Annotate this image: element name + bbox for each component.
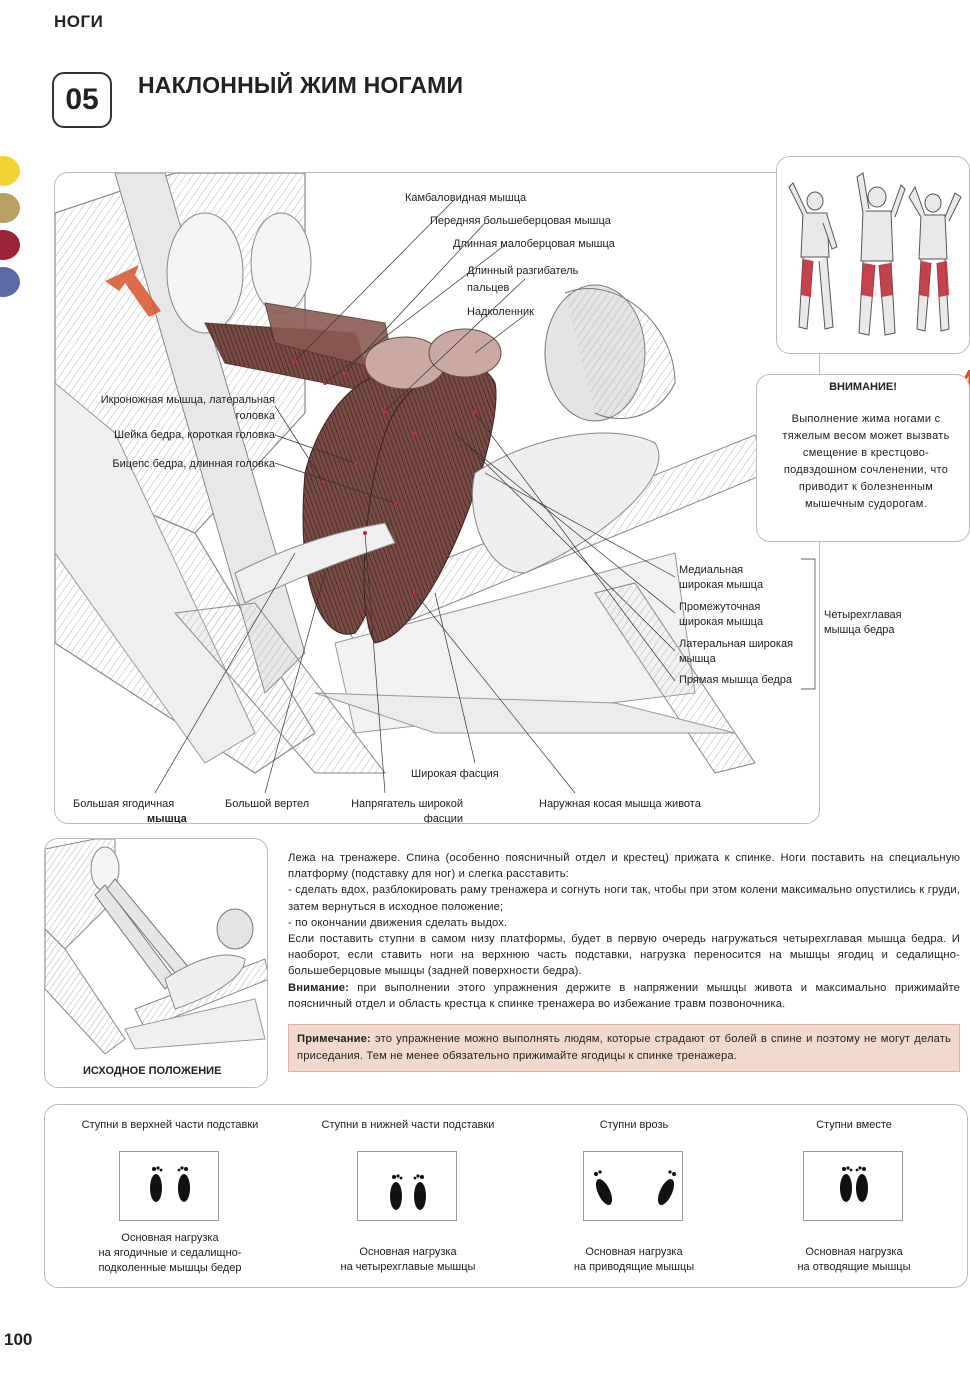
attention-text: при выполнении этого упражнения держите … [288, 981, 960, 1010]
foot-option-lower: Ступни в нижней части подставки Основная… [293, 1105, 523, 1289]
label-fascia-lata: Широкая фасция [411, 768, 499, 780]
foot-option-line2: на четырехглавые мышцы [340, 1261, 476, 1273]
warning-text: Выполнение жима ногами с тяжелым весом м… [782, 413, 950, 510]
footprints-icon [150, 1166, 190, 1202]
page-number: 100 [4, 1330, 33, 1349]
label-quadriceps-2: мышца бедра [824, 624, 895, 636]
foot-option-line2: на приводящие мышцы [573, 1261, 695, 1273]
label-tfl-2: фасции [423, 813, 463, 824]
foot-option-wide: Ступни врозь Основная нагрузка на привод… [519, 1105, 749, 1289]
warning-panel: ВНИМАНИЕ! Выполнение жима ногами с тяжел… [756, 374, 970, 542]
note-box: Примечание: это упражнение можно выполня… [288, 1024, 960, 1072]
exercise-title: НАКЛОННЫЙ ЖИМ НОГАМИ [138, 72, 464, 98]
label-tibialis-anterior: Передняя большеберцовая мышца [430, 215, 611, 227]
muscle-figures-illustration [788, 172, 962, 336]
label-biceps-short: Шейка бедра, короткая головка [114, 429, 275, 441]
foot-diagram [583, 1151, 683, 1221]
foot-option-title: Ступни в нижней части подставки [321, 1119, 495, 1131]
label-vastus-intermedius-1: Промежуточная [679, 601, 761, 613]
label-greater-trochanter: Большой вертел [225, 798, 310, 810]
color-tab-blue[interactable] [0, 267, 20, 297]
label-gastrocnemius-1: Икроножная мышца, латеральная [100, 394, 275, 406]
label-vastus-intermedius-2: широкая мышца [679, 616, 764, 628]
label-external-oblique: Наружная косая мышца живота [539, 798, 701, 810]
foot-option-line1: Основная нагрузка [805, 1246, 903, 1258]
label-vastus-lateralis-1: Латеральная широкая [679, 638, 794, 650]
foot-option-upper: Ступни в верхней части подставки Основна… [55, 1105, 285, 1289]
color-tab-yellow[interactable] [0, 156, 20, 186]
label-ext-digitorum-1: Длинный разгибатель [467, 265, 579, 277]
start-position-illustration [45, 839, 267, 1055]
label-vastus-lateralis-2: мышца [679, 653, 716, 665]
start-position-panel: ИСХОДНОЕ ПОЛОЖЕНИЕ [44, 838, 268, 1088]
exercise-description: Лежа на тренажере. Спина (особенно поясн… [288, 850, 960, 1012]
label-glute-max-2: мышца [147, 813, 187, 824]
note-label: Примечание: [297, 1033, 371, 1045]
footprints-icon [840, 1166, 868, 1202]
foot-option-title: Ступни врозь [599, 1119, 669, 1131]
foot-option-line2: на отводящие мышцы [797, 1261, 911, 1273]
description-step-1: - сделать вдох, разблокировать раму трен… [288, 884, 960, 913]
muscle-thumbnail-panel [776, 156, 970, 354]
footprints-icon [594, 1170, 676, 1205]
feet-placement-panel: Ступни в верхней части подставки Основна… [44, 1104, 968, 1288]
label-soleus: Камбаловидная мышца [405, 192, 527, 204]
color-tab-tan[interactable] [0, 193, 20, 223]
label-biceps-long: Бицепс бедра, длинная головка [112, 458, 275, 470]
label-glute-max-1: Большая ягодичная [73, 798, 175, 810]
section-label: НОГИ [54, 12, 104, 31]
foot-option-line3: подколенные мышцы бедер [98, 1262, 242, 1274]
foot-diagram [119, 1151, 219, 1221]
description-paragraph-2: Если поставить ступни в самом низу платф… [288, 933, 960, 978]
note-text: это упражнение можно выполнять людям, ко… [297, 1033, 951, 1062]
label-peroneus-longus: Длинная малоберцовая мышца [453, 238, 615, 250]
foot-option-title: Ступни в верхней части подставки [81, 1119, 259, 1131]
foot-option-title: Ступни вместе [816, 1119, 892, 1131]
label-vastus-medialis-1: Медиальная [679, 564, 744, 576]
foot-diagram [357, 1151, 457, 1221]
attention-label: Внимание: [288, 981, 349, 994]
warning-title: ВНИМАНИЕ! [829, 381, 897, 393]
description-paragraph: Лежа на тренажере. Спина (особенно поясн… [288, 852, 960, 881]
label-patella: Надколенник [467, 306, 534, 318]
label-quadriceps-1: Четырехглавая [824, 609, 902, 621]
label-vastus-medialis-2: широкая мышца [679, 579, 764, 591]
leg-press-illustration [55, 173, 816, 794]
label-rectus-femoris: Прямая мышца бедра [679, 674, 793, 686]
main-illustration-panel: Камбаловидная мышца Передняя большеберцо… [54, 172, 820, 824]
label-tfl-1: Напрягатель широкой [351, 798, 463, 810]
exercise-number: 05 [52, 72, 112, 128]
label-ext-digitorum-2: пальцев [467, 282, 510, 294]
foot-option-line2: на ягодичные и седалищно- [98, 1247, 242, 1259]
foot-option-line1: Основная нагрузка [359, 1246, 457, 1258]
foot-option-narrow: Ступни вместе Основная нагрузка на отвод… [739, 1105, 969, 1289]
foot-option-line1: Основная нагрузка [121, 1232, 219, 1244]
foot-option-line1: Основная нагрузка [585, 1246, 683, 1258]
description-attention: Внимание: при выполнении этого упражнени… [288, 980, 960, 1012]
footprints-icon [390, 1174, 426, 1210]
description-step-2: - по окончании движения сделать выдох. [288, 916, 508, 929]
start-position-caption: ИСХОДНОЕ ПОЛОЖЕНИЕ [83, 1065, 222, 1077]
foot-diagram [803, 1151, 903, 1221]
color-tab-maroon[interactable] [0, 230, 20, 260]
label-gastrocnemius-2: головка [235, 410, 275, 422]
